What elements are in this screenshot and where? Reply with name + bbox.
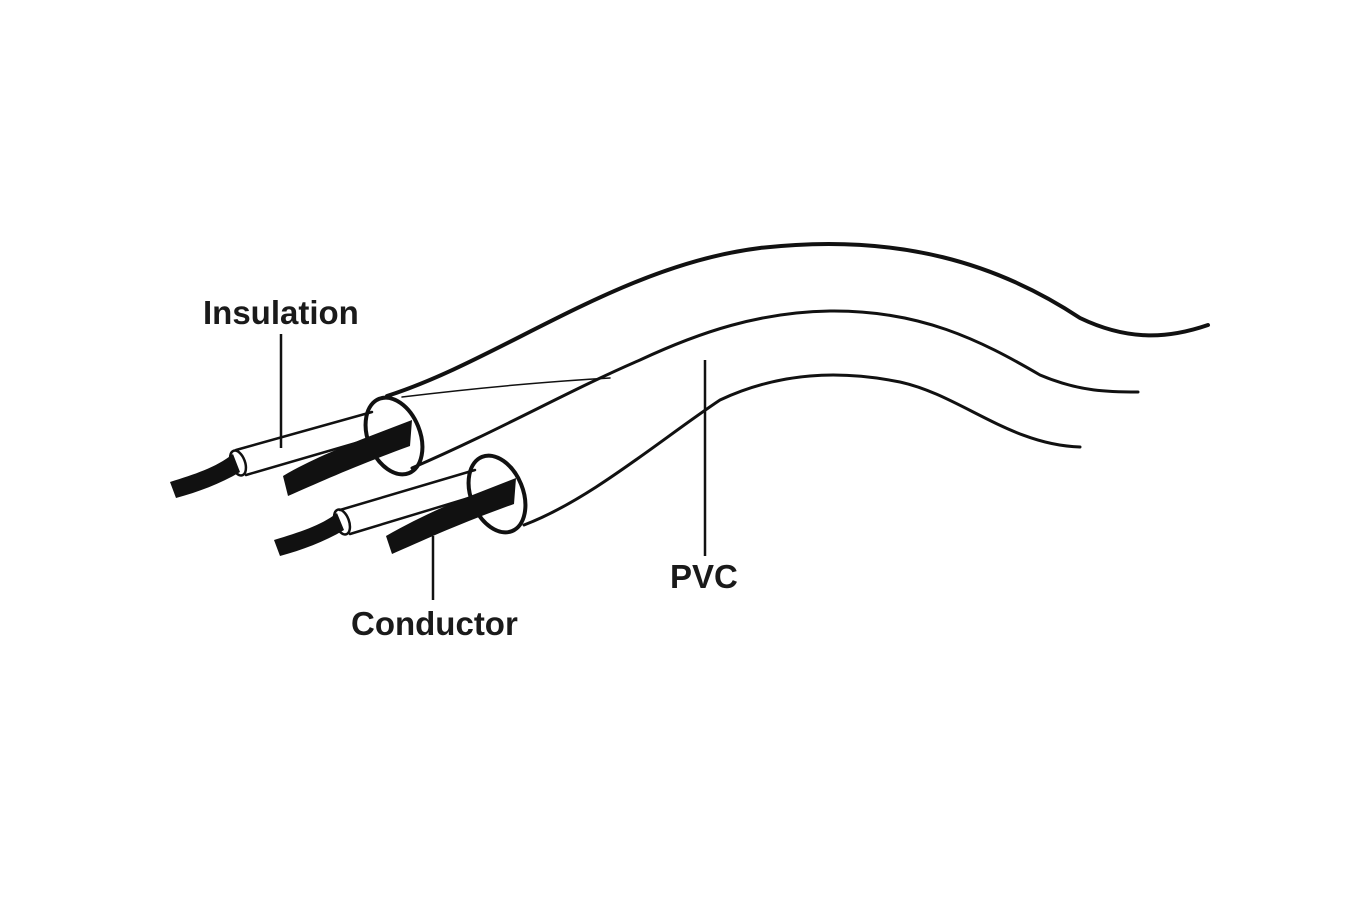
pvc-label: PVC: [670, 558, 738, 595]
sheath-bottom-edge: [522, 373, 1082, 527]
pvc-sheath: [385, 241, 1210, 527]
lower-dark-core: [386, 478, 516, 554]
sheath-top-edge: [385, 241, 1210, 398]
lower-conductor-left: [274, 513, 344, 556]
conductor-label: Conductor: [351, 605, 518, 642]
upper-dark-core: [283, 420, 412, 496]
upper-core: [170, 395, 425, 498]
sheath-middle-ridge: [410, 309, 1140, 470]
lower-core: [274, 453, 528, 556]
insulation-label: Insulation: [203, 294, 359, 331]
sheath-inner-edge: [401, 377, 611, 398]
upper-conductor-left: [170, 454, 240, 498]
